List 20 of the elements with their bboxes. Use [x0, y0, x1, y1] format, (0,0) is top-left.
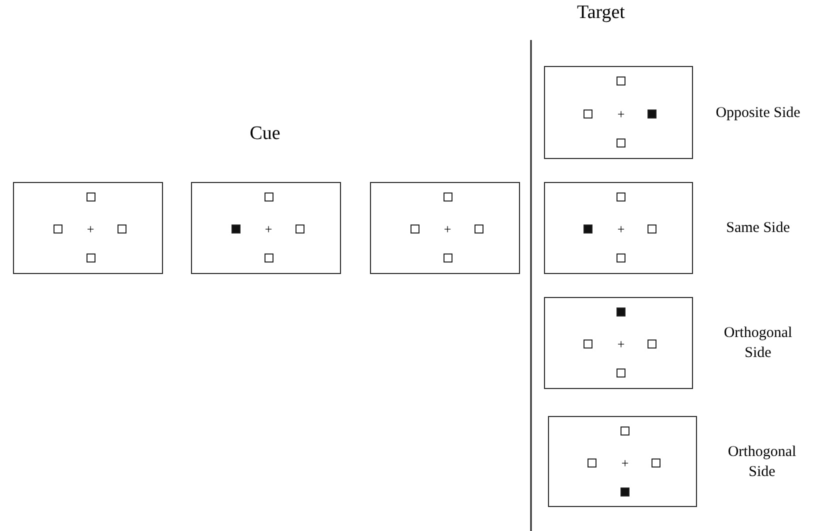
display-panel — [191, 182, 341, 274]
display-panel — [548, 416, 697, 507]
fixation-cross: + — [264, 222, 272, 236]
fixation-cross: + — [617, 222, 625, 236]
condition-label: Orthogonal Side — [726, 442, 798, 482]
condition-label: Opposite Side — [714, 104, 802, 122]
heading-label: Target — [577, 2, 625, 24]
display-panel — [13, 182, 163, 274]
display-panel — [544, 297, 693, 389]
display-panel — [370, 182, 520, 274]
fixation-cross: + — [86, 222, 94, 236]
heading-label: Cue — [250, 123, 280, 145]
fixation-cross: + — [621, 456, 629, 469]
condition-label: Orthogonal Side — [722, 324, 794, 363]
display-panel — [544, 66, 693, 159]
fixation-cross: + — [444, 222, 452, 236]
condition-label: Same Side — [725, 219, 791, 238]
fixation-cross: + — [617, 107, 625, 120]
fixation-cross: + — [617, 338, 625, 350]
display-panel — [544, 182, 693, 274]
